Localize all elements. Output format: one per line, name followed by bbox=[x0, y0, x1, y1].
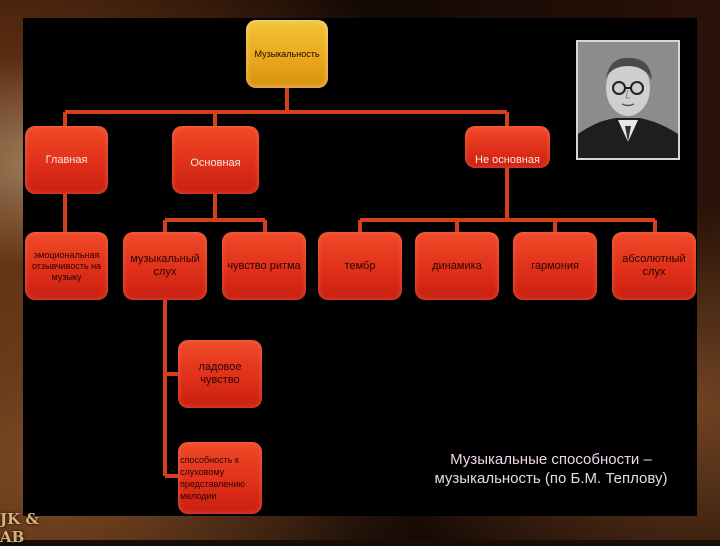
node-absolute-pitch: абсолютный слух bbox=[612, 232, 696, 300]
node-timbre-label: тембр bbox=[344, 259, 376, 272]
node-musicality: Музыкальность bbox=[246, 20, 328, 88]
node-modal-sense: ладовое чувство bbox=[178, 340, 262, 408]
node-sense-of-rhythm: чувство ритма bbox=[222, 232, 306, 300]
node-modal-sense-label: ладовое чувство bbox=[198, 361, 242, 386]
node-auditory-representation: способность к слуховому представлению ме… bbox=[178, 442, 262, 514]
node-main: Главная bbox=[25, 126, 108, 194]
node-harmony-label: гармония bbox=[531, 259, 579, 272]
node-musical-hearing-label: музыкальный слух bbox=[130, 253, 200, 278]
node-emotional-response-label: эмоциональная отзывчивость на музыку bbox=[31, 249, 102, 282]
caption: Музыкальные способности – музыкальность … bbox=[434, 451, 668, 487]
node-non-basic: Не основная bbox=[465, 126, 550, 168]
node-musical-hearing: музыкальный слух bbox=[123, 232, 207, 300]
node-dynamics: динамика bbox=[415, 232, 499, 300]
node-sense-of-rhythm-label: чувство ритма bbox=[227, 259, 301, 272]
node-basic: Основная bbox=[172, 126, 259, 194]
node-auditory-representation-label: способность к слуховому представлению ме… bbox=[180, 455, 246, 501]
node-emotional-response: эмоциональная отзывчивость на музыку bbox=[25, 232, 108, 300]
node-absolute-pitch-label: абсолютный слух bbox=[622, 253, 686, 278]
teplov-portrait bbox=[576, 40, 680, 160]
node-harmony: гармония bbox=[513, 232, 597, 300]
node-non-basic-label: Не основная bbox=[475, 154, 540, 166]
logo: JK & AB bbox=[0, 509, 39, 546]
portrait-image bbox=[578, 42, 678, 158]
node-musicality-label: Музыкальность bbox=[254, 48, 320, 59]
node-dynamics-label: динамика bbox=[432, 259, 482, 272]
node-basic-label: Основная bbox=[190, 156, 241, 169]
node-timbre: тембр bbox=[318, 232, 402, 300]
node-main-label: Главная bbox=[45, 154, 88, 166]
